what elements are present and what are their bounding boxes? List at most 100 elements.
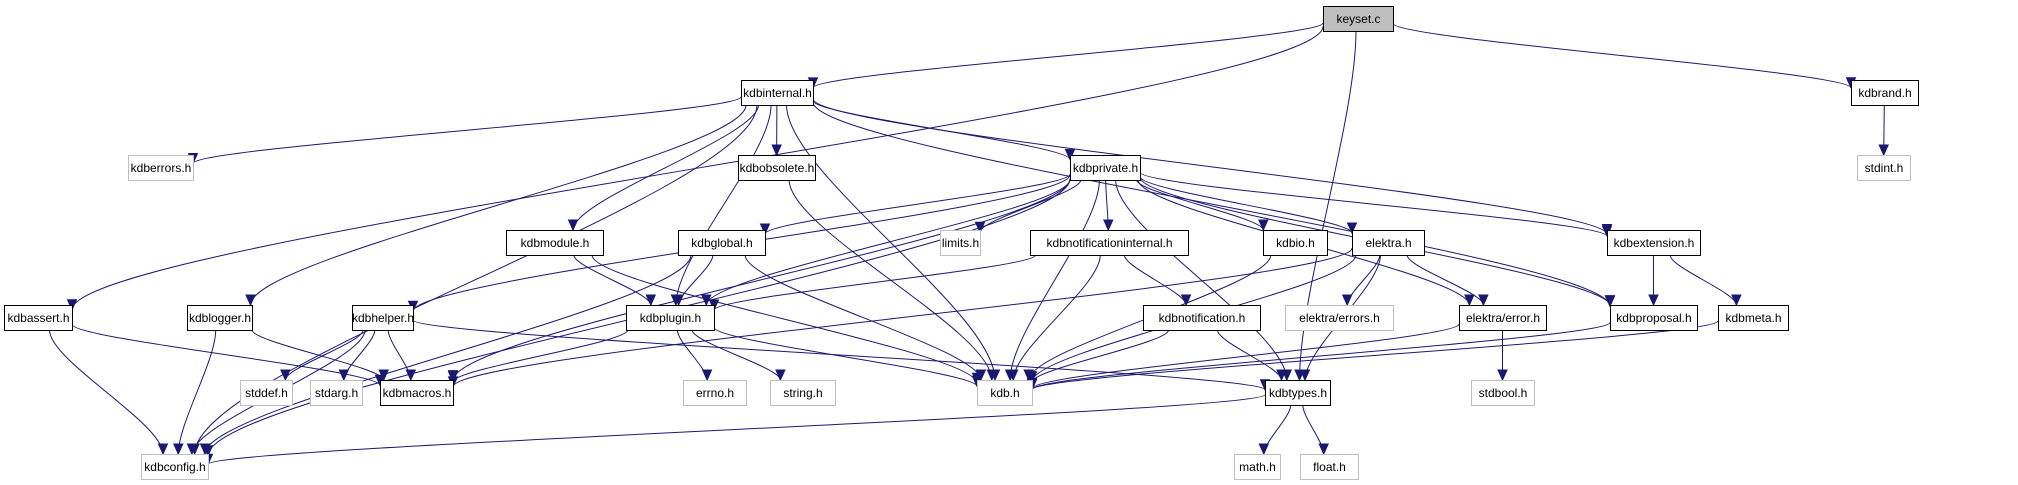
arrowhead-icon [1258,219,1269,232]
node-kdbinternal-h[interactable]: kdbinternal.h [741,80,814,106]
arrowhead-icon [199,443,211,456]
node-elektra-error-h[interactable]: elektra/error.h [1459,305,1547,331]
node-kdbglobal-h[interactable]: kdbglobal.h [678,230,766,256]
arrowhead-icon [1064,149,1076,161]
node-box [1234,454,1281,480]
node-kdbnotificationinternal-h[interactable]: kdbnotificationinternal.h [1030,230,1189,256]
edge-line [207,394,1266,465]
edges-layer [49,22,1889,466]
node-box [1070,155,1141,181]
node-box [683,380,747,406]
node-stdint-h: stdint.h [1857,155,1911,181]
edge-kdbnotification_h-to-kdbtypes_h [1217,329,1287,382]
node-box [1857,155,1911,181]
node-box [1300,454,1359,480]
arrowhead-icon [1648,294,1659,307]
arrowhead-icon [1299,369,1311,382]
arrowhead-icon [280,369,291,382]
arrowhead-icon [338,369,350,382]
edge-line [251,329,385,381]
node-kdbobsolete-h[interactable]: kdbobsolete.h [738,155,816,181]
node-kdbplugin-h[interactable]: kdbplugin.h [626,305,715,331]
arrowhead-icon [1103,219,1114,232]
edge-line [1136,179,1264,231]
edge-line [1406,254,1484,306]
node-box [1610,305,1698,331]
edge-keyset_c-to-kdbinternal_h [807,22,1324,90]
edge-kdbinternal_h-to-kdbproposal_h [812,101,1616,308]
node-box [187,305,253,331]
edge-line [691,329,781,381]
edge-kdbprivate_h-to-kdbtypes_h [1115,179,1293,382]
node-box [738,155,816,181]
node-kdbnotification-h[interactable]: kdbnotification.h [1143,305,1261,331]
node-label: kdblogger.h [189,311,251,325]
arrowhead-icon [1007,369,1019,382]
arrowhead-icon [673,294,684,307]
edge-line [1263,404,1292,455]
edge-line [284,329,364,381]
node-elektra-h[interactable]: elektra.h [1352,230,1425,256]
edge-kdbglobal_h-to-kdbconfig_h [199,254,692,456]
node-label: stddef.h [245,386,288,400]
node-kdbio-h[interactable]: kdbio.h [1263,230,1328,256]
edge-kdbinternal_h-to-kdbextension_h [812,98,1613,236]
edge-line [1031,322,1611,390]
node-kdbmodule-h[interactable]: kdbmodule.h [506,230,604,256]
edge-kdbinternal_h-to-kdblogger_h [245,104,747,307]
edge-kdbplugin_h-to-string_h [691,329,786,382]
node-label: string.h [783,386,822,400]
node-label: math.h [1239,460,1276,474]
node-label: kdbextension.h [1614,236,1695,250]
node-box [1607,230,1701,256]
edge-line [676,329,708,381]
edge-line [452,329,629,383]
node-kdbmacros-h[interactable]: kdbmacros.h [380,380,454,406]
node-kdbextension-h[interactable]: kdbextension.h [1607,230,1701,256]
node-stdarg-h: stdarg.h [310,380,363,406]
node-label: kdbmeta.h [1725,311,1781,325]
edge-elektra_h-to-elektra_errors_h [1341,254,1381,307]
node-kdblogger-h[interactable]: kdblogger.h [187,305,253,331]
edge-line [71,323,381,386]
edge-kdbprivate_h-to-kdbnotificationinternal_h [1103,179,1114,232]
node-label: kdb.h [990,386,1019,400]
edge-kdbnotificationinternal_h-to-kdbplugin_h [708,254,1037,312]
edge-line [194,104,758,455]
node-label: stdarg.h [315,386,358,400]
node-label: kdbproposal.h [1616,311,1691,325]
node-label: kdbio.h [1276,236,1315,250]
node-errno-h: errno.h [683,380,747,406]
edge-keyset_c-to-kdbrand_h [1392,22,1857,90]
node-kdbprivate-h[interactable]: kdbprivate.h [1070,155,1141,181]
edge-kdbhelper_h-to-stddef_h [280,329,364,382]
edge-kdbproposal_h-to-kdb_h [1026,322,1611,391]
node-elektra-errors-h: elektra/errors.h [1285,305,1394,331]
node-box [1265,380,1331,406]
edge-elektra_error_h-to-stdbool_h [1497,330,1508,382]
node-box [4,305,73,331]
arrowhead-icon [1026,371,1038,384]
edge-line [1217,329,1282,381]
node-box [141,454,209,480]
arrowhead-icon [1180,294,1192,307]
node-label: kdbhelper.h [352,311,414,325]
node-label: kdbmodule.h [521,236,590,250]
node-box [977,380,1033,406]
node-kdbproposal-h[interactable]: kdbproposal.h [1610,305,1698,331]
arrowhead-icon [186,443,198,456]
node-box [1030,230,1189,256]
arrowhead-icon [771,144,782,157]
node-kdbhelper-h[interactable]: kdbhelper.h [352,305,414,331]
node-kdbassert-h[interactable]: kdbassert.h [4,305,73,331]
edge-line [786,104,996,381]
edge-kdbmodule_h-to-kdbplugin_h [573,254,657,307]
node-kdbtypes-h[interactable]: kdbtypes.h [1265,380,1331,406]
edge-kdbtypes_h-to-float_h [1302,404,1329,456]
edge-line [1031,323,1460,389]
edge-kdbnotification_h-to-kdb_h [1026,329,1170,384]
node-label: kdbnotification.h [1159,311,1246,325]
node-kdbrand-h[interactable]: kdbrand.h [1851,80,1919,106]
node-kdbmeta-h[interactable]: kdbmeta.h [1718,305,1789,331]
